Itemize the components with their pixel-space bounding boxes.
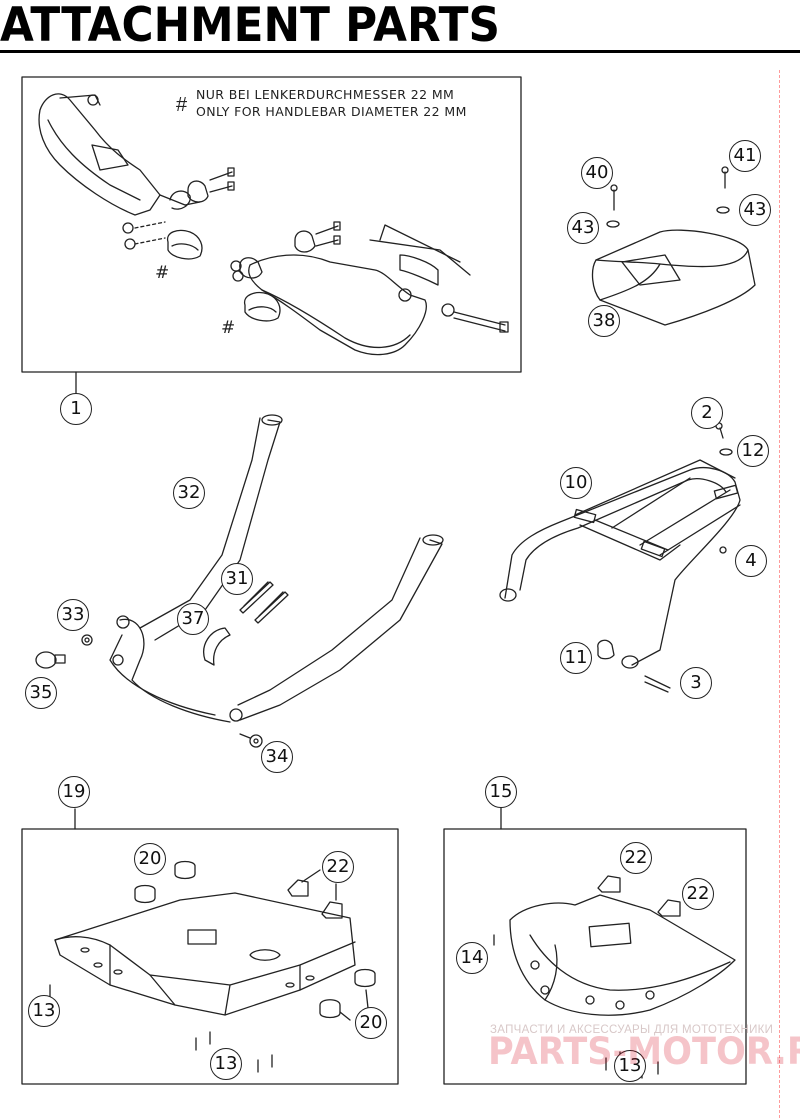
callout-37[interactable]: 37 bbox=[177, 603, 209, 635]
handlebar-note: NUR BEI LENKERDURCHMESSER 22 MM ONLY FOR… bbox=[196, 86, 467, 120]
callout-20-bottom[interactable]: 20 bbox=[355, 1007, 387, 1039]
stand-bracket bbox=[203, 627, 231, 666]
handguard-upper bbox=[38, 93, 201, 216]
seat-pad bbox=[591, 229, 756, 326]
callout-35[interactable]: 35 bbox=[25, 677, 57, 709]
seat-bolts bbox=[606, 166, 730, 228]
group1-frame bbox=[21, 76, 522, 373]
note-hash-symbol: # bbox=[176, 94, 188, 116]
side-stand bbox=[109, 414, 444, 723]
callout-10[interactable]: 10 bbox=[560, 467, 592, 499]
rack-hardware bbox=[597, 422, 733, 693]
hash-mark-2: # bbox=[221, 318, 236, 338]
callout-43-left[interactable]: 43 bbox=[567, 212, 599, 244]
leader-20b2 bbox=[365, 989, 369, 1009]
leader-22a bbox=[301, 869, 321, 883]
callout-40[interactable]: 40 bbox=[581, 157, 613, 189]
note-line-de: NUR BEI LENKERDURCHMESSER 22 MM bbox=[196, 87, 455, 102]
skid-plate-15 bbox=[509, 894, 736, 1016]
callout-1[interactable]: 1 bbox=[60, 393, 92, 425]
page-edge-line bbox=[779, 70, 780, 1118]
skid-plate-19 bbox=[54, 892, 356, 1016]
callout-41[interactable]: 41 bbox=[729, 140, 761, 172]
callout-15[interactable]: 15 bbox=[485, 776, 517, 808]
callout-22-top[interactable]: 22 bbox=[322, 851, 354, 883]
group15-frame bbox=[443, 828, 747, 1085]
callout-2[interactable]: 2 bbox=[691, 397, 723, 429]
callout-14[interactable]: 14 bbox=[456, 942, 488, 974]
callout-11[interactable]: 11 bbox=[560, 642, 592, 674]
group19-frame bbox=[21, 828, 399, 1085]
page-title: ATTACHMENT PARTS bbox=[0, 0, 500, 53]
stand-springs bbox=[239, 581, 289, 624]
callout-13-left[interactable]: 13 bbox=[28, 995, 60, 1027]
callout-20-top[interactable]: 20 bbox=[134, 843, 166, 875]
luggage-rack bbox=[499, 459, 741, 669]
callout-19[interactable]: 19 bbox=[58, 776, 90, 808]
note-line-en: ONLY FOR HANDLEBAR DIAMETER 22 MM bbox=[196, 104, 467, 119]
watermark-tagline: ЗАПЧАСТИ И АКСЕССУАРЫ ДЛЯ МОТОТЕХНИКИ bbox=[490, 1024, 774, 1036]
callout-38[interactable]: 38 bbox=[588, 305, 620, 337]
callout-3[interactable]: 3 bbox=[680, 667, 712, 699]
callout-22-lower[interactable]: 22 bbox=[682, 878, 714, 910]
clamp-lower bbox=[243, 221, 341, 322]
skid-plate-19-parts bbox=[49, 860, 376, 1073]
clamp-upper bbox=[122, 167, 235, 260]
callout-4[interactable]: 4 bbox=[735, 545, 767, 577]
stand-stop-parts bbox=[35, 634, 263, 748]
callout-13-right[interactable]: 13 bbox=[614, 1050, 646, 1082]
callout-32[interactable]: 32 bbox=[173, 477, 205, 509]
callout-43-right[interactable]: 43 bbox=[739, 194, 771, 226]
title-rule bbox=[0, 50, 800, 53]
leader-20b bbox=[339, 1011, 351, 1021]
watermark-logo: PARTS-MOTOR.RU bbox=[488, 1030, 800, 1073]
handguard-lower bbox=[230, 224, 509, 356]
callout-22-upper[interactable]: 22 bbox=[620, 842, 652, 874]
callout-33[interactable]: 33 bbox=[57, 599, 89, 631]
callout-31[interactable]: 31 bbox=[221, 563, 253, 595]
callout-34[interactable]: 34 bbox=[261, 741, 293, 773]
callout-13-bottom[interactable]: 13 bbox=[210, 1048, 242, 1080]
callout-12[interactable]: 12 bbox=[737, 435, 769, 467]
hash-mark-1: # bbox=[155, 263, 170, 283]
